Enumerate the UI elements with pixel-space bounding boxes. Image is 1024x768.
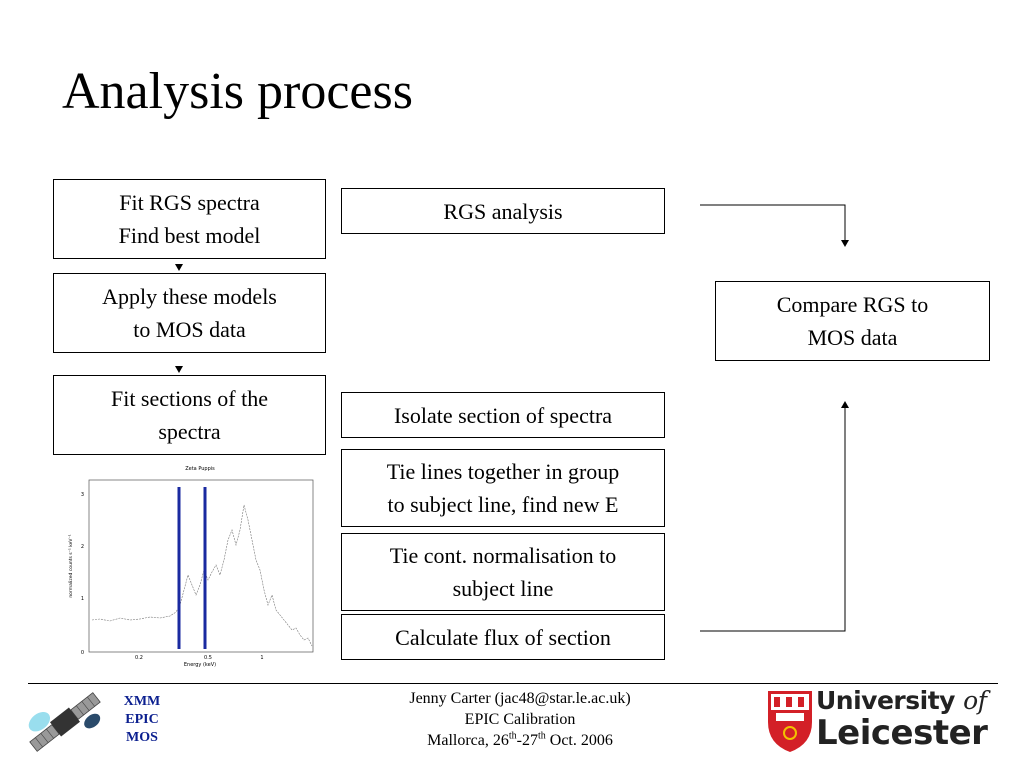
calculate-flux-label: Calculate flux of section	[395, 624, 611, 650]
plot-xtick-2: 1	[260, 655, 263, 661]
connector-rgs-to-compare	[700, 204, 846, 240]
apply-models-box: Apply these models to MOS data	[53, 273, 326, 353]
tie-lines-line2: to subject line, find new E	[387, 492, 619, 517]
rgs-analysis-label: RGS analysis	[443, 198, 563, 224]
leicester-wordmark: Leicester	[816, 713, 988, 753]
fit-rgs-line2: Find best model	[118, 223, 261, 248]
plot-xtick-0: 0.2	[135, 655, 143, 661]
apply-models-line2: to MOS data	[133, 317, 246, 342]
isolate-section-box: Isolate section of spectra	[341, 392, 665, 438]
plot-xtick-1: 0.5	[204, 655, 212, 661]
plot-frame	[88, 479, 314, 653]
epic-label: EPIC	[125, 712, 159, 727]
compare-line2: MOS data	[807, 325, 898, 350]
fit-rgs-box: Fit RGS spectra Find best model	[53, 179, 326, 259]
footer-divider	[28, 683, 998, 684]
fit-sections-line2: spectra	[158, 419, 221, 444]
plot-title: Zeta Puppis	[185, 466, 215, 472]
arrowhead-up-compare	[841, 401, 849, 408]
rgs-analysis-box: RGS analysis	[341, 188, 665, 234]
isolate-section-label: Isolate section of spectra	[393, 402, 613, 428]
mos-label: MOS	[126, 730, 158, 745]
tie-cont-box: Tie cont. normalisation to subject line	[341, 533, 665, 611]
tie-lines-line1: Tie lines together in group	[386, 459, 620, 484]
fit-sections-line1: Fit sections of the	[110, 386, 269, 411]
tie-cont-line2: subject line	[452, 576, 554, 601]
compare-line1: Compare RGS to	[776, 292, 929, 317]
university-of-leicester-logo: University of Leicester	[816, 686, 988, 753]
fit-sections-box: Fit sections of the spectra	[53, 375, 326, 455]
footer-credit: Jenny Carter (jac48@star.le.ac.uk) EPIC …	[330, 688, 710, 751]
plot-ytick-0: 0	[81, 650, 84, 656]
connector-flux-to-compare	[700, 408, 846, 632]
arrow-box2-to-box3	[175, 366, 183, 373]
event-line: EPIC Calibration	[464, 711, 576, 728]
tie-cont-line1: Tie cont. normalisation to	[389, 543, 617, 568]
arrow-box1-to-box2	[175, 264, 183, 271]
plot-ytick-3: 3	[81, 492, 84, 498]
xmm-epic-mos-label: XMM EPIC MOS	[112, 693, 172, 747]
calculate-flux-box: Calculate flux of section	[341, 614, 665, 660]
plot-xlabel: Energy (keV)	[184, 662, 216, 668]
author-line: Jenny Carter (jac48@star.le.ac.uk)	[409, 690, 631, 707]
xmm-label: XMM	[123, 694, 161, 709]
plot-ytick-2: 2	[81, 544, 84, 550]
compare-box: Compare RGS to MOS data	[715, 281, 990, 361]
arrowhead-down-compare	[841, 240, 849, 247]
spectrum-trace	[91, 504, 313, 647]
slide-title: Analysis process	[62, 63, 413, 120]
plot-ylabel: normalized counts s⁻¹ keV⁻¹	[68, 534, 74, 598]
fit-rgs-line1: Fit RGS spectra	[119, 190, 260, 215]
plot-ytick-1: 1	[81, 596, 84, 602]
location-date-line: Mallorca, 26th-27th Oct. 2006	[427, 730, 613, 749]
apply-models-line1: Apply these models	[102, 284, 277, 309]
university-wordmark: University of	[816, 686, 987, 715]
tie-lines-box: Tie lines together in group to subject l…	[341, 449, 665, 527]
